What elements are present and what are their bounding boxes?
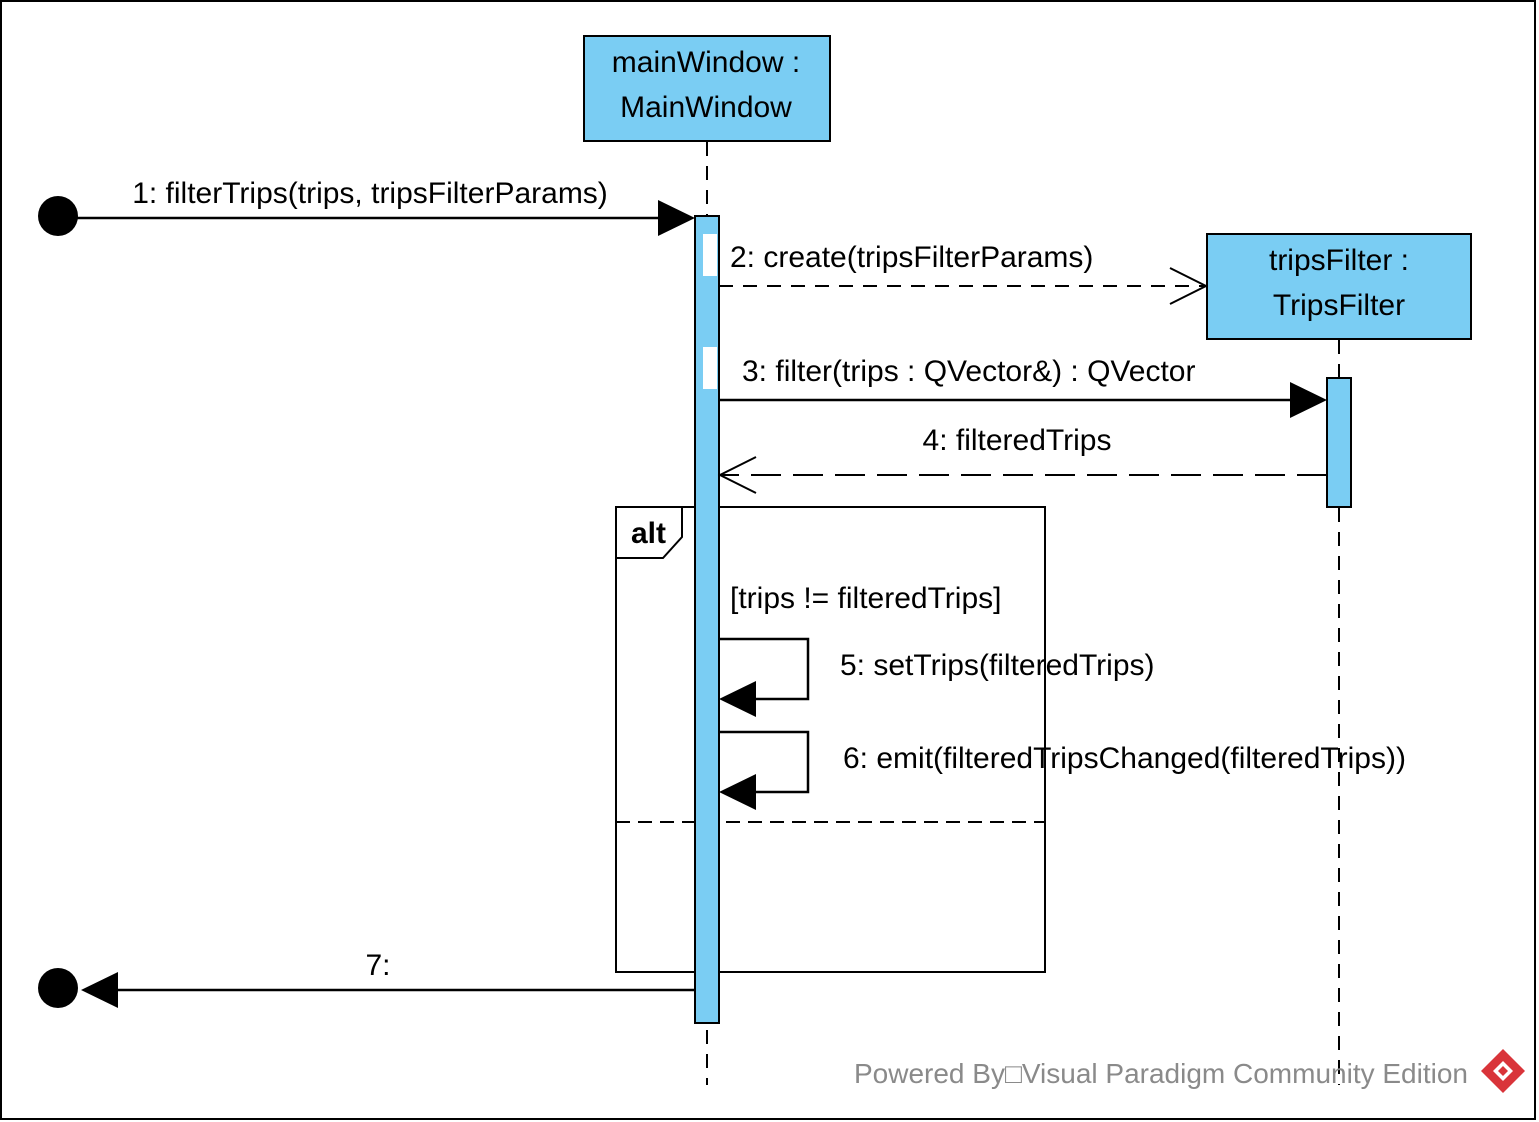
lifeline-tripsfilter-head[interactable]: tripsFilter : TripsFilter	[1206, 233, 1472, 340]
message-1[interactable]: 1: filterTrips(trips, tripsFilterParams)	[38, 177, 695, 236]
alt-operator-tab	[616, 507, 683, 559]
found-message-start-dot	[38, 196, 78, 236]
alt-operator-label: alt	[631, 517, 666, 550]
lifeline-mainwindow-head[interactable]: mainWindow : MainWindow	[583, 35, 831, 142]
message-7-label: 7:	[365, 949, 390, 982]
message-6-label: 6: emit(filteredTripsChanged(filteredTri…	[843, 742, 1406, 775]
message-2-label: 2: create(tripsFilterParams)	[730, 241, 1093, 274]
tripsfilter-name-line1: tripsFilter :	[1269, 244, 1409, 277]
message-1-label: 1: filterTrips(trips, tripsFilterParams)	[132, 177, 608, 210]
visual-paradigm-logo-icon	[1481, 1049, 1525, 1093]
message-5-label: 5: setTrips(filteredTrips)	[840, 649, 1155, 682]
mainwindow-name-line2: MainWindow	[620, 91, 792, 124]
message-6-arrowhead	[719, 774, 756, 810]
message-3[interactable]: 3: filter(trips : QVector&) : QVector	[703, 347, 1327, 418]
message-3-arrowhead	[1290, 382, 1327, 418]
mainwindow-box	[583, 35, 831, 142]
message-5-line	[719, 637, 810, 701]
lost-message-end-dot	[38, 968, 78, 1008]
tripsfilter-name-line2: TripsFilter	[1273, 289, 1405, 322]
message-7[interactable]: 7:	[38, 949, 695, 1008]
tripsfilter-activation	[1326, 377, 1352, 508]
message-2[interactable]: 2: create(tripsFilterParams)	[703, 234, 1209, 305]
alt-fragment-frame	[615, 506, 1046, 973]
alt-guard: [trips != filteredTrips]	[730, 582, 1001, 615]
message-6-line	[719, 730, 810, 794]
message-3-label: 3: filter(trips : QVector&) : QVector	[742, 355, 1195, 388]
message-6[interactable]: 6: emit(filteredTripsChanged(filteredTri…	[719, 730, 1406, 810]
message-5[interactable]: 5: setTrips(filteredTrips)	[719, 637, 1155, 717]
mainwindow-activation	[694, 215, 720, 1024]
message-4-arrowhead	[717, 456, 757, 494]
message-4[interactable]: 4: filteredTrips	[717, 424, 1327, 494]
message-2-arrowhead	[1169, 267, 1209, 305]
alt-fragment[interactable]: alt [trips != filteredTrips]	[615, 506, 1046, 973]
mainwindow-name-line1: mainWindow :	[612, 46, 800, 79]
message-5-arrowhead	[719, 681, 756, 717]
message-3-label-bg	[703, 347, 717, 389]
message-1-arrowhead	[658, 200, 695, 236]
watermark: Powered By□Visual Paradigm Community Edi…	[854, 1049, 1525, 1093]
message-2-label-bg	[703, 234, 717, 276]
message-4-label: 4: filteredTrips	[923, 424, 1112, 457]
watermark-text: Powered By□Visual Paradigm Community Edi…	[854, 1058, 1468, 1089]
message-7-arrowhead	[81, 972, 118, 1008]
tripsfilter-box	[1206, 233, 1472, 340]
